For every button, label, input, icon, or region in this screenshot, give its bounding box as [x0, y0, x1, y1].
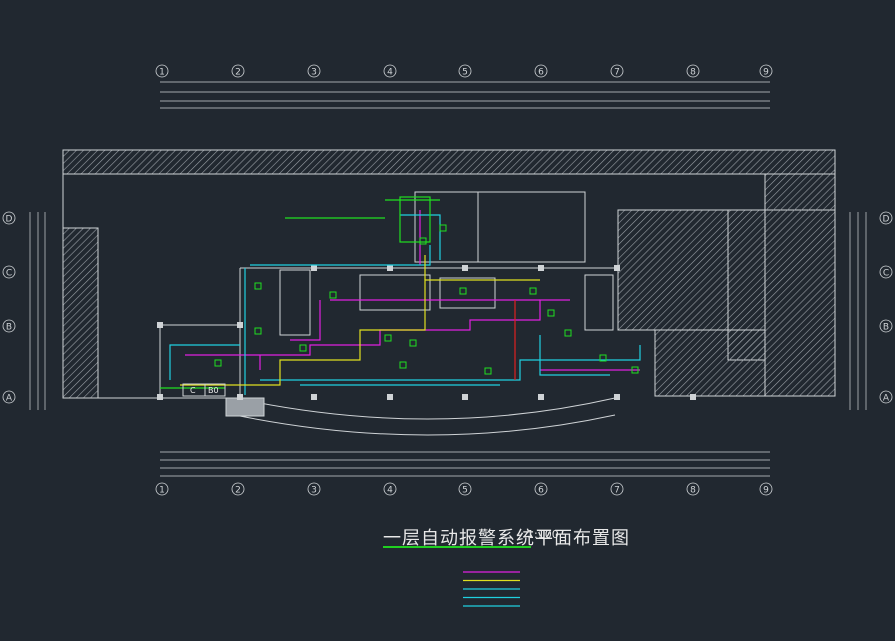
grid-bubble-bottom-1-label: 1 — [159, 486, 165, 496]
grid-bubble-bottom-4-label: 4 — [387, 486, 393, 496]
grid-bubble-right-A: A — [879, 390, 893, 404]
grid-bubble-bottom-2-label: 2 — [235, 486, 241, 496]
grid-bubble-left-A: A — [2, 390, 16, 404]
grid-bubble-left-B-label: B — [6, 323, 12, 333]
grid-bubble-top-1: 1 — [155, 64, 169, 78]
grid-bubble-right-C: C — [879, 265, 893, 279]
grid-bubble-top-4: 4 — [383, 64, 397, 78]
grid-bubble-top-6: 6 — [534, 64, 548, 78]
grid-bubble-top-3: 3 — [307, 64, 321, 78]
grid-bubble-top-8-label: 8 — [690, 68, 696, 78]
top-dimension-chain — [160, 81, 770, 109]
grid-bubble-left-C-label: C — [6, 269, 12, 279]
grid-bubble-top-2-label: 2 — [235, 68, 241, 78]
grid-bubble-right-C-label: C — [883, 269, 889, 279]
title-underline — [383, 546, 531, 548]
grid-bubble-right-B: B — [879, 319, 893, 333]
grid-bubbles-left: D C B A — [2, 211, 16, 404]
wiring-cyan — [169, 214, 641, 395]
structural-columns — [157, 265, 696, 400]
grid-bubble-left-D-label: D — [6, 215, 13, 225]
grid-bubble-right-A-label: A — [883, 394, 890, 404]
grid-bubble-right-D: D — [879, 211, 893, 225]
drawing-title: 一层自动报警系统平面布置图 — [383, 528, 630, 549]
grid-bubble-bottom-5: 5 — [458, 482, 472, 496]
grid-bubble-bottom-1: 1 — [155, 482, 169, 496]
grid-bubble-top-5-label: 5 — [462, 68, 468, 78]
grid-bubbles-right: D C B A — [879, 211, 893, 404]
wiring-green — [160, 196, 440, 389]
right-dimension-chain — [849, 212, 867, 410]
grid-bubble-left-D: D — [2, 211, 16, 225]
grid-bubble-bottom-6-label: 6 — [538, 486, 544, 496]
building-outline — [62, 149, 836, 436]
grid-bubble-right-B-label: B — [883, 323, 889, 333]
drawing-scale: 1:100 — [527, 528, 559, 541]
grid-bubble-top-3-label: 3 — [311, 68, 317, 78]
grid-bubble-top-9: 9 — [759, 64, 773, 78]
grid-bubble-bottom-9-label: 9 — [763, 486, 769, 496]
grid-bubble-top-7-label: 7 — [614, 68, 620, 78]
grid-bubbles-top: 1 2 3 4 5 6 7 8 9 — [155, 64, 773, 78]
grid-bubble-bottom-3-label: 3 — [311, 486, 317, 496]
grid-bubble-top-7: 7 — [610, 64, 624, 78]
grid-bubble-top-8: 8 — [686, 64, 700, 78]
grid-bubble-bottom-8: 8 — [686, 482, 700, 496]
grid-bubble-bottom-5-label: 5 — [462, 486, 468, 496]
grid-bubble-top-1-label: 1 — [159, 68, 165, 78]
grid-bubble-bottom-9: 9 — [759, 482, 773, 496]
grid-bubbles-bottom: 1 2 3 4 5 6 7 8 9 — [155, 482, 773, 496]
grid-bubble-bottom-7-label: 7 — [614, 486, 620, 496]
legend — [463, 571, 520, 607]
control-panels: C B0 — [182, 383, 226, 397]
wiring-yellow — [180, 255, 540, 386]
bottom-dimension-chain — [160, 451, 770, 477]
grid-bubble-left-B: B — [2, 319, 16, 333]
grid-bubble-bottom-7: 7 — [610, 482, 624, 496]
grid-bubble-top-4-label: 4 — [387, 68, 393, 78]
grid-bubble-top-2: 2 — [231, 64, 245, 78]
grid-bubble-bottom-6: 6 — [534, 482, 548, 496]
grid-bubble-top-9-label: 9 — [763, 68, 769, 78]
grid-bubble-bottom-2: 2 — [231, 482, 245, 496]
grid-bubble-top-6-label: 6 — [538, 68, 544, 78]
panel-b0-label: B0 — [208, 386, 219, 395]
grid-bubble-bottom-4: 4 — [383, 482, 397, 496]
grid-bubble-left-A-label: A — [6, 394, 13, 404]
grid-bubble-bottom-3: 3 — [307, 482, 321, 496]
grid-bubble-bottom-8-label: 8 — [690, 486, 696, 496]
alarm-devices — [214, 224, 639, 375]
left-dimension-chain — [29, 212, 46, 410]
grid-bubble-top-5: 5 — [458, 64, 472, 78]
grid-bubble-left-C: C — [2, 265, 16, 279]
grid-bubble-right-D-label: D — [883, 215, 890, 225]
panel-c-label: C — [190, 386, 196, 395]
